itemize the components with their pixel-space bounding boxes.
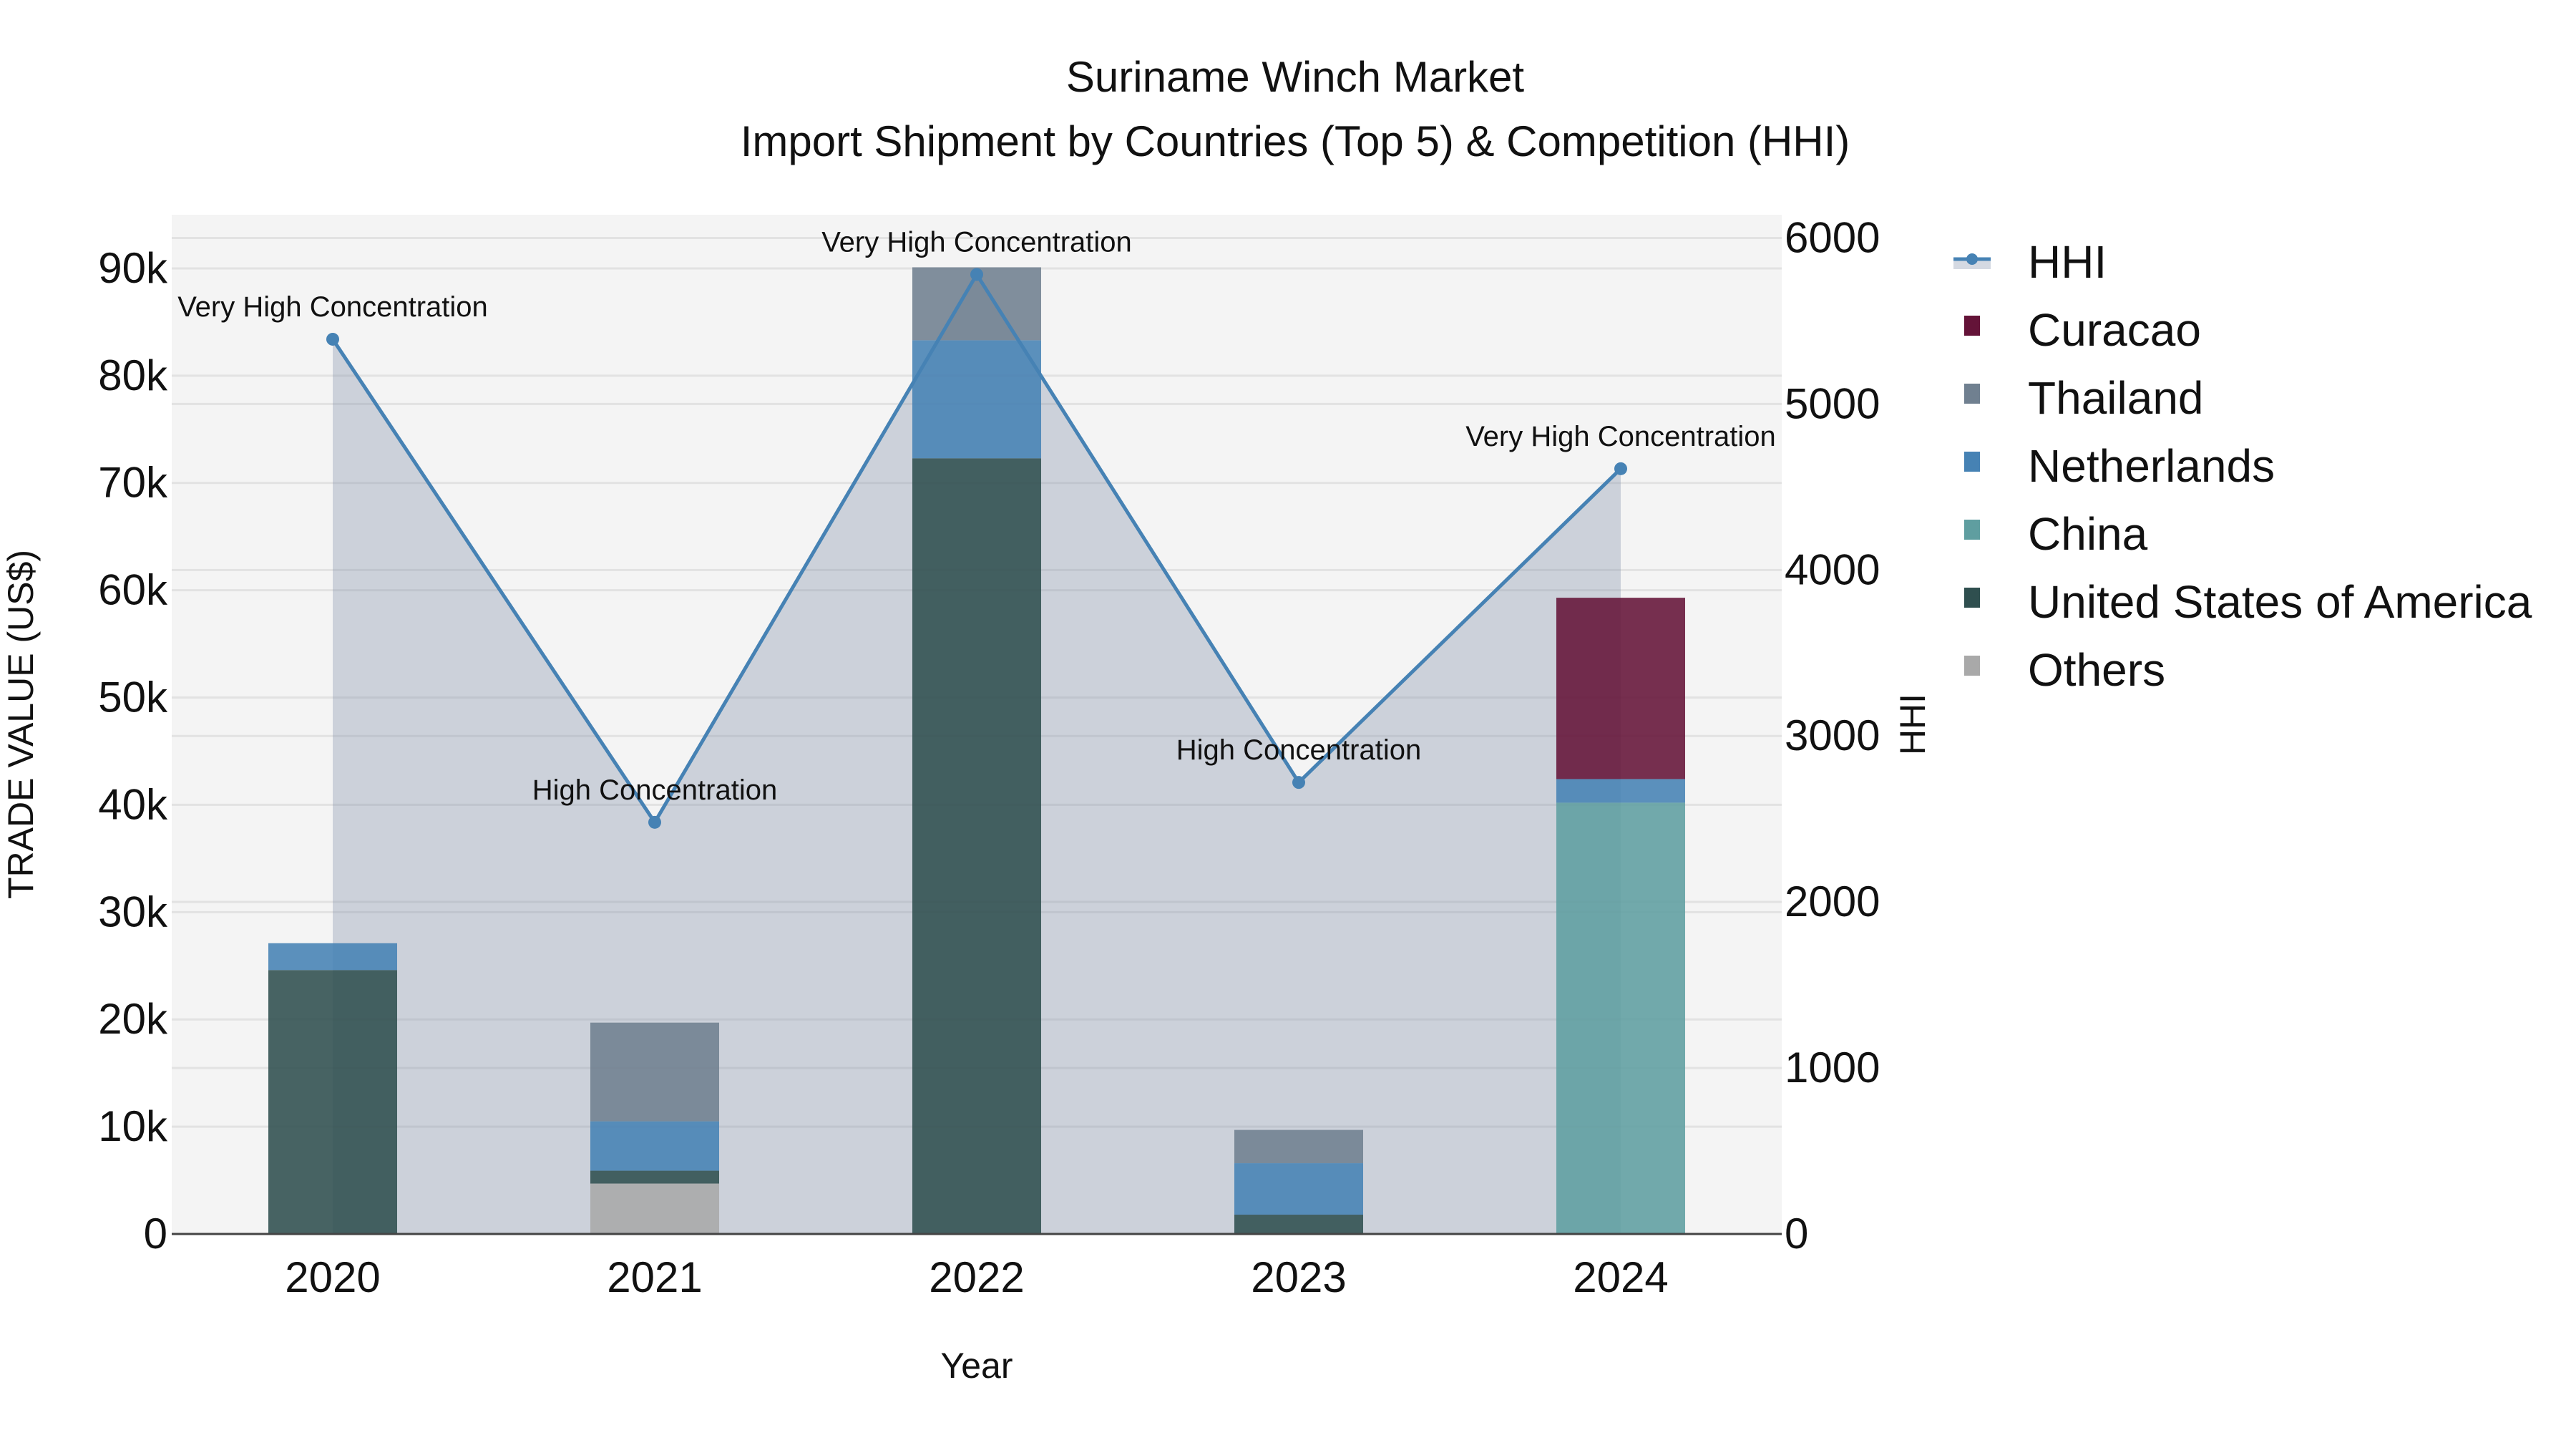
y-tick-label: 90k <box>98 244 168 292</box>
legend-label: China <box>2028 508 2148 560</box>
legend-item[interactable]: Netherlands <box>1964 440 2275 492</box>
hhi-line <box>326 268 1627 829</box>
bar-segment <box>1556 598 1685 779</box>
legend-swatch <box>1964 316 1980 336</box>
legend-swatch <box>1964 588 1980 608</box>
legend-item[interactable]: HHI <box>1953 236 2107 288</box>
legend-label: Others <box>2028 644 2165 696</box>
y2-tick-label: 2000 <box>1785 878 1880 925</box>
y2-axis-ticks: 0 1000 2000 3000 4000 5000 6000 <box>1785 213 1880 1258</box>
y2-tick-label: 4000 <box>1785 545 1880 593</box>
y-axis-title: TRADE VALUE (US$) <box>1 550 41 899</box>
x-axis-title: Year <box>940 1346 1013 1386</box>
hhi-marker <box>326 332 339 346</box>
chart-title: Suriname Winch Market <box>1066 53 1525 101</box>
x-tick-label: 2023 <box>1251 1253 1346 1301</box>
legend-item[interactable]: Others <box>1964 644 2165 696</box>
y2-tick-label: 3000 <box>1785 711 1880 759</box>
hhi-annotation: High Concentration <box>1176 734 1421 766</box>
legend-item[interactable]: Thailand <box>1964 372 2204 424</box>
x-tick-label: 2021 <box>607 1253 702 1301</box>
x-tick-label: 2024 <box>1573 1253 1668 1301</box>
y2-tick-label: 0 <box>1785 1210 1808 1258</box>
y-tick-label: 0 <box>144 1210 167 1258</box>
hhi-annotation: Very High Concentration <box>177 291 488 323</box>
legend-label: United States of America <box>2028 576 2532 628</box>
hhi-marker <box>1292 776 1305 789</box>
bar-segment <box>1556 802 1685 1234</box>
bar-segment <box>912 340 1041 459</box>
bar-segment <box>1234 1163 1363 1215</box>
y-axis-ticks: 0 10k 20k 30k 40k 50k 60k 70k 80k 90k <box>98 244 168 1258</box>
y-tick-label: 20k <box>98 995 168 1043</box>
bar-segment <box>1234 1215 1363 1234</box>
hhi-marker <box>648 815 661 829</box>
x-tick-label: 2022 <box>929 1253 1024 1301</box>
legend: HHI CuracaoThailandNetherlandsChinaUnited… <box>1953 236 2532 696</box>
legend-swatch <box>1964 520 1980 540</box>
y-tick-label: 80k <box>98 351 168 399</box>
bar-segment <box>268 943 397 971</box>
legend-item[interactable]: China <box>1964 508 2148 560</box>
x-tick-label: 2020 <box>285 1253 380 1301</box>
bar-segment <box>268 970 397 1234</box>
bar-segment <box>590 1022 719 1122</box>
hhi-annotation: High Concentration <box>532 774 777 806</box>
legend-swatch-marker <box>1966 253 1978 265</box>
hhi-annotation: Very High Concentration <box>821 226 1132 258</box>
y-tick-label: 40k <box>98 780 168 828</box>
legend-label: HHI <box>2028 236 2107 288</box>
y-tick-label: 10k <box>98 1102 168 1150</box>
y-tick-label: 50k <box>98 674 168 721</box>
y2-tick-label: 5000 <box>1785 379 1880 427</box>
legend-label: Thailand <box>2028 372 2204 424</box>
bar-segment <box>590 1121 719 1171</box>
hhi-marker <box>1614 462 1627 475</box>
bar-segment <box>912 458 1041 1235</box>
legend-item[interactable]: United States of America <box>1964 576 2532 628</box>
y-tick-label: 70k <box>98 459 168 507</box>
legend-label: Curacao <box>2028 304 2201 356</box>
y2-tick-label: 6000 <box>1785 213 1880 261</box>
bar-segment <box>1234 1129 1363 1164</box>
legend-swatch <box>1964 452 1980 472</box>
bar-segment <box>590 1183 719 1234</box>
bar-segment <box>590 1170 719 1184</box>
hhi-marker <box>970 268 983 281</box>
y2-tick-label: 1000 <box>1785 1044 1880 1092</box>
legend-label: Netherlands <box>2028 440 2275 492</box>
legend-swatch <box>1964 656 1980 676</box>
chart-subtitle: Import Shipment by Countries (Top 5) & C… <box>741 117 1850 165</box>
y2-axis-title: HHI <box>1893 694 1933 755</box>
legend-swatch <box>1964 384 1980 404</box>
bar-segment <box>1556 779 1685 803</box>
y-tick-label: 60k <box>98 566 168 614</box>
legend-item[interactable]: Curacao <box>1964 304 2201 356</box>
hhi-annotation: Very High Concentration <box>1465 421 1776 452</box>
x-axis-ticks: 2020 2021 2022 2023 2024 <box>285 1253 1668 1301</box>
y-tick-label: 30k <box>98 888 168 936</box>
stacked-bars <box>268 267 1685 1235</box>
